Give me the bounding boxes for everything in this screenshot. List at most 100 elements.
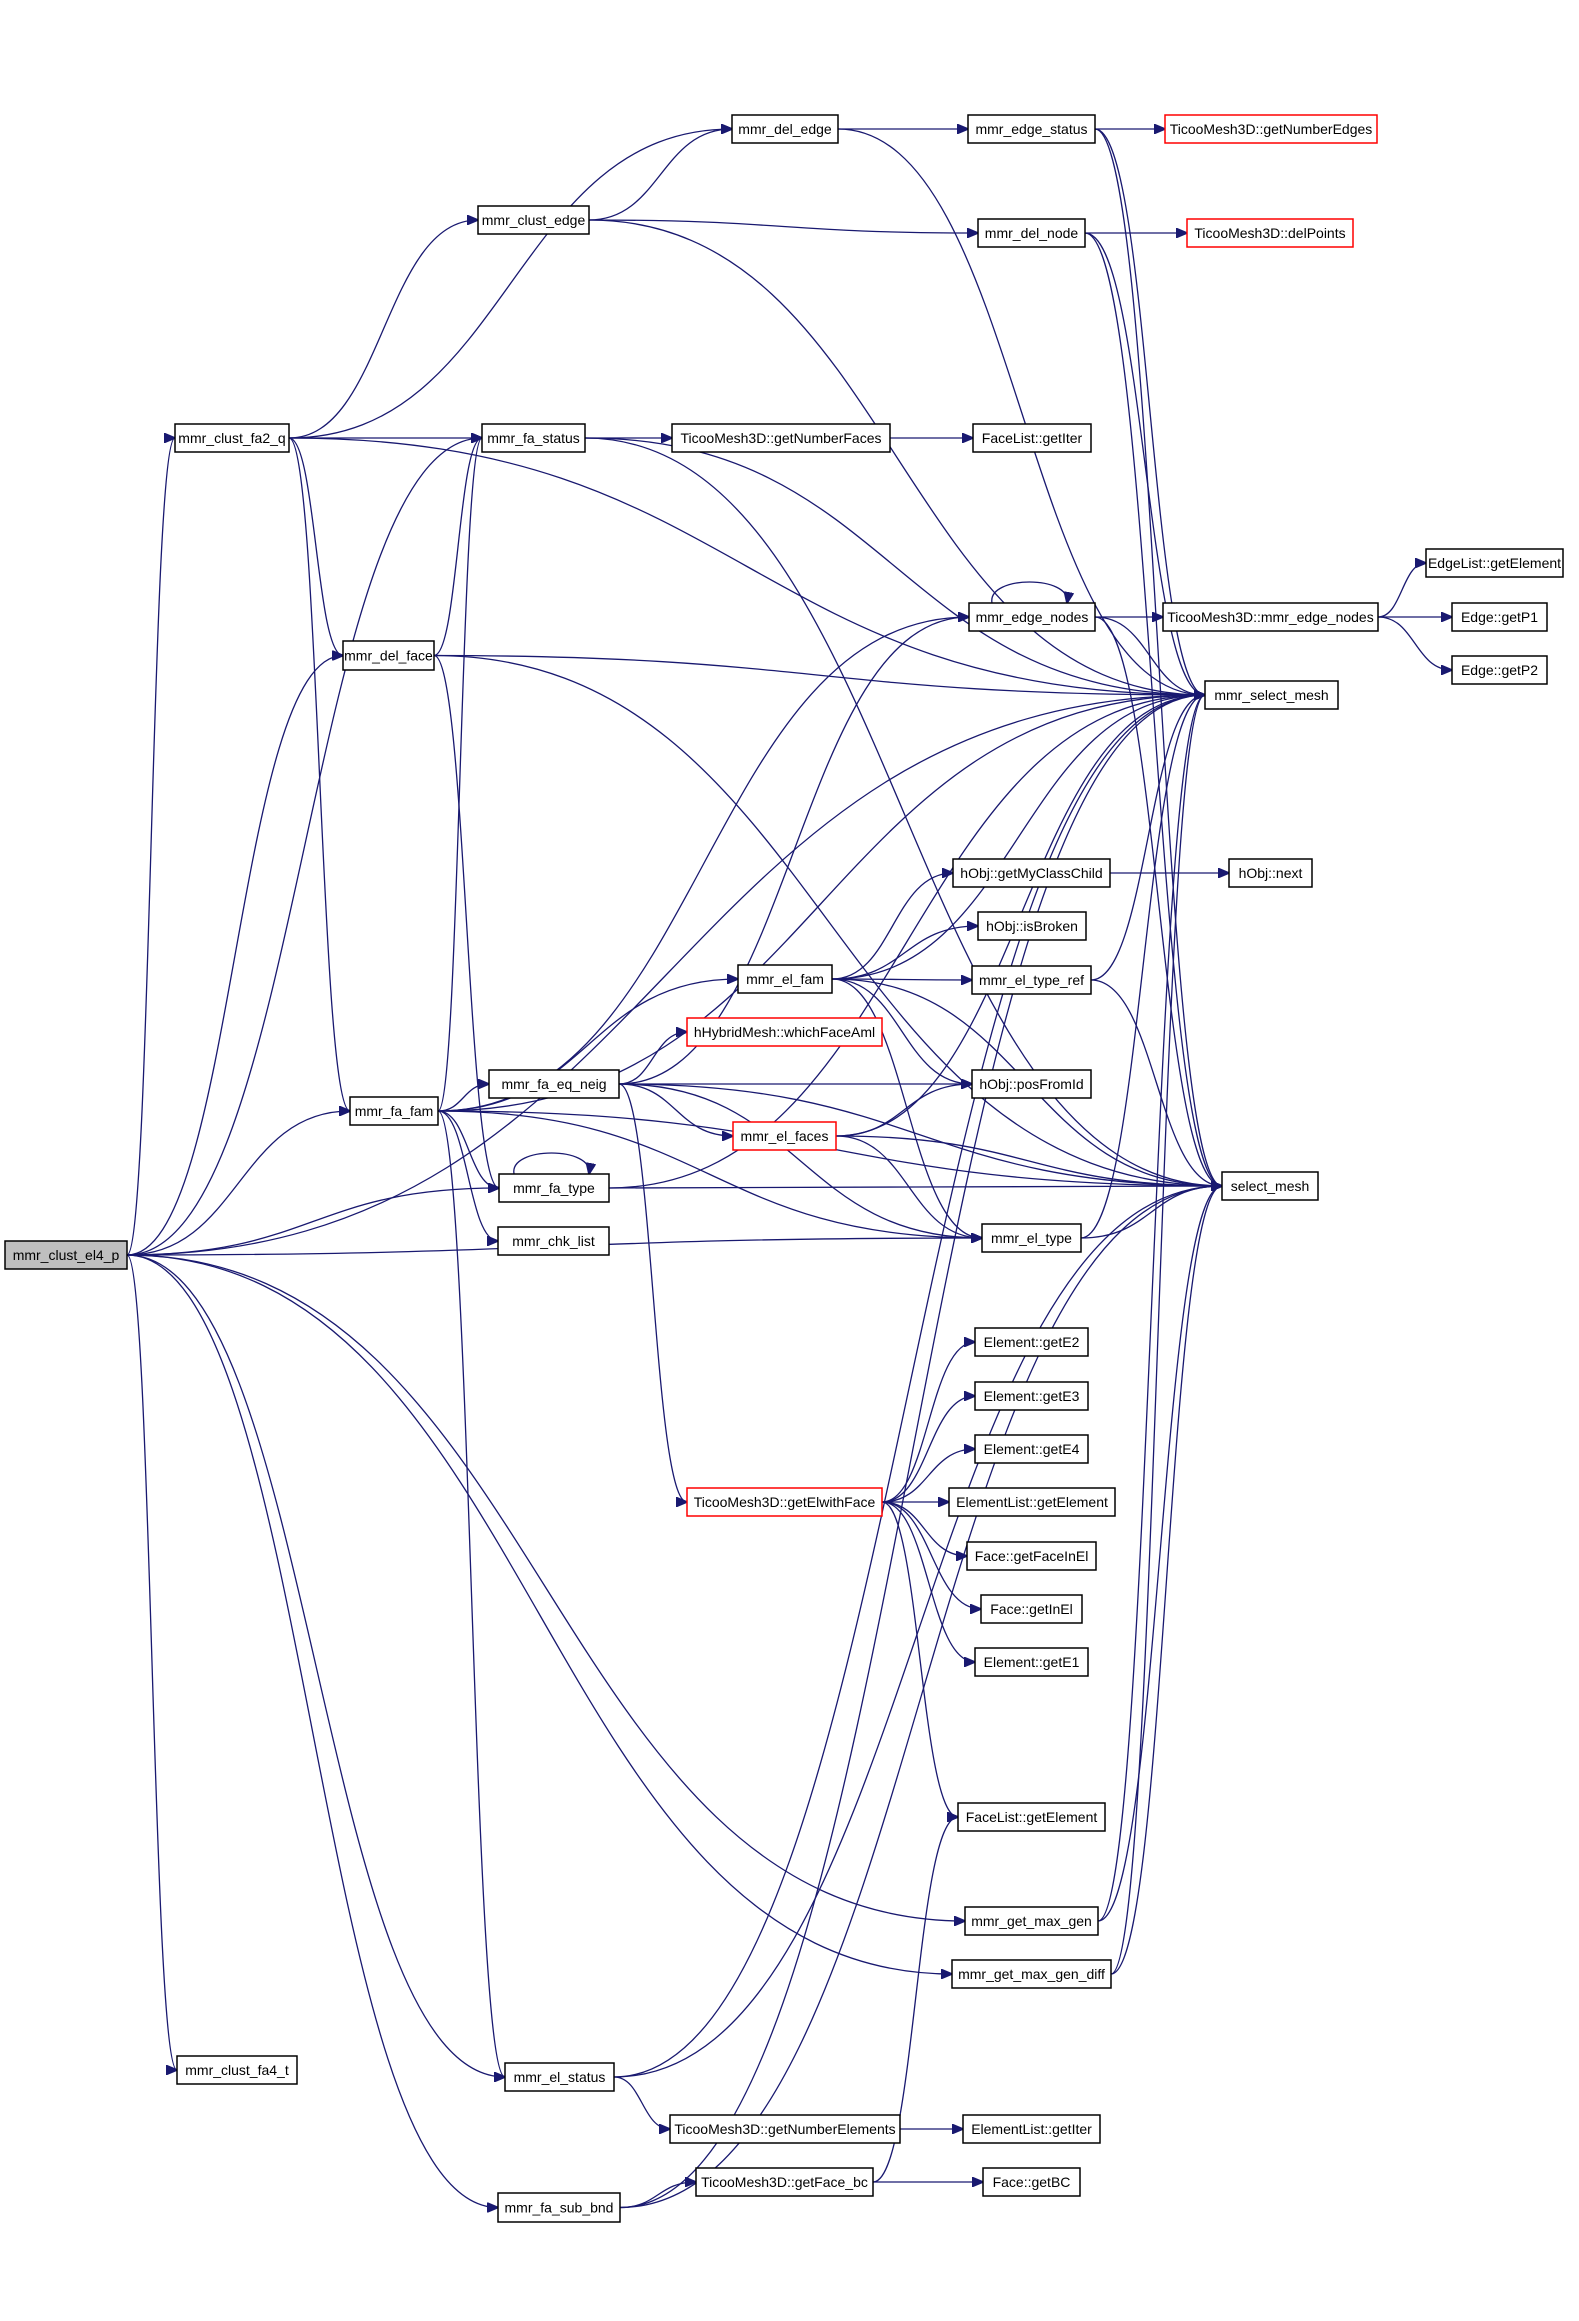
node-ticoo-mesh3d-get-number-faces[interactable]: TicooMesh3D::getNumberFaces: [671, 423, 891, 453]
node-box[interactable]: [968, 602, 1096, 632]
node-mmr-clust-fa2-q[interactable]: mmr_clust_fa2_q: [174, 423, 290, 453]
node-mmr-fa-eq-neig[interactable]: mmr_fa_eq_neig: [488, 1069, 620, 1099]
node-box[interactable]: [1186, 218, 1354, 248]
node-h-obj-is-broken[interactable]: hObj::isBroken: [977, 911, 1087, 941]
node-box[interactable]: [349, 1096, 439, 1126]
node-mmr-fa-sub-bnd[interactable]: mmr_fa_sub_bnd: [497, 2192, 621, 2223]
node-box[interactable]: [1204, 680, 1339, 710]
node-box[interactable]: [686, 1017, 883, 1047]
node-mmr-edge-nodes[interactable]: mmr_edge_nodes: [968, 602, 1096, 632]
node-box[interactable]: [1451, 602, 1548, 632]
node-face-get-bc[interactable]: Face::getBC: [982, 2167, 1081, 2197]
node-ticoo-mesh3d-get-face-bc[interactable]: TicooMesh3D::getFace_bc: [695, 2167, 874, 2197]
node-box[interactable]: [974, 1434, 1089, 1464]
node-box[interactable]: [1221, 1171, 1319, 1201]
node-box[interactable]: [974, 1647, 1089, 1677]
node-box[interactable]: [176, 2055, 298, 2085]
node-ticoo-mesh3d-get-elwith-face[interactable]: TicooMesh3D::getElwithFace: [686, 1487, 883, 1517]
node-box[interactable]: [957, 1802, 1106, 1832]
node-face-get-face-in-el[interactable]: Face::getFaceInEl: [966, 1541, 1097, 1571]
node-box[interactable]: [342, 640, 435, 671]
node-box[interactable]: [1451, 655, 1548, 685]
node-box[interactable]: [488, 1069, 620, 1099]
node-box[interactable]: [497, 2192, 621, 2223]
node-box[interactable]: [174, 423, 290, 453]
node-box[interactable]: [974, 1327, 1089, 1357]
node-box[interactable]: [971, 1069, 1092, 1099]
node-box[interactable]: [671, 423, 891, 453]
node-box[interactable]: [977, 218, 1086, 248]
node-box[interactable]: [669, 2114, 901, 2144]
node-box[interactable]: [952, 858, 1111, 888]
node-box[interactable]: [1162, 602, 1379, 632]
node-face-list-get-iter[interactable]: FaceList::getIter: [972, 423, 1092, 453]
node-box[interactable]: [497, 1226, 610, 1256]
node-box[interactable]: [981, 1223, 1082, 1253]
node-edge-get-p2[interactable]: Edge::getP2: [1451, 655, 1548, 685]
node-select-mesh[interactable]: select_mesh: [1221, 1171, 1319, 1201]
node-mmr-el-faces[interactable]: mmr_el_faces: [732, 1121, 837, 1151]
node-mmr-fa-fam[interactable]: mmr_fa_fam: [349, 1096, 439, 1126]
node-box[interactable]: [1228, 858, 1313, 888]
node-h-obj-next[interactable]: hObj::next: [1228, 858, 1313, 888]
node-box[interactable]: [498, 1173, 610, 1203]
node-box[interactable]: [980, 1594, 1083, 1624]
node-element-list-get-element[interactable]: ElementList::getElement: [948, 1487, 1116, 1517]
node-box[interactable]: [737, 964, 833, 994]
node-box[interactable]: [966, 1541, 1097, 1571]
node-mmr-fa-type[interactable]: mmr_fa_type: [498, 1173, 610, 1203]
node-mmr-del-node[interactable]: mmr_del_node: [977, 218, 1086, 248]
node-box[interactable]: [731, 114, 839, 144]
node-mmr-chk-list[interactable]: mmr_chk_list: [497, 1226, 610, 1256]
node-mmr-el-status[interactable]: mmr_el_status: [504, 2062, 615, 2092]
node-mmr-edge-status[interactable]: mmr_edge_status: [967, 114, 1096, 144]
node-edge-list-get-element[interactable]: EdgeList::getElement: [1425, 548, 1564, 578]
node-mmr-del-face[interactable]: mmr_del_face: [342, 640, 435, 671]
node-box[interactable]: [982, 2167, 1081, 2197]
node-box[interactable]: [972, 423, 1092, 453]
node-box[interactable]: [967, 114, 1096, 144]
node-mmr-get-max-gen-diff[interactable]: mmr_get_max_gen_diff: [951, 1959, 1112, 1989]
node-mmr-el-type[interactable]: mmr_el_type: [981, 1223, 1082, 1253]
node-box[interactable]: [977, 911, 1087, 941]
node-face-list-get-element[interactable]: FaceList::getElement: [957, 1802, 1106, 1832]
node-box[interactable]: [951, 1959, 1112, 1989]
node-h-hybrid-mesh-which-face-aml[interactable]: hHybridMesh::whichFaceAml: [686, 1017, 883, 1047]
node-box[interactable]: [4, 1240, 128, 1270]
node-mmr-el-fam[interactable]: mmr_el_fam: [737, 964, 833, 994]
node-box[interactable]: [1164, 114, 1378, 144]
node-mmr-el-type-ref[interactable]: mmr_el_type_ref: [971, 965, 1092, 995]
node-mmr-clust-el4-p[interactable]: mmr_clust_el4_p: [4, 1240, 128, 1270]
node-mmr-fa-status[interactable]: mmr_fa_status: [481, 423, 586, 453]
node-element-list-get-iter[interactable]: ElementList::getIter: [962, 2114, 1101, 2144]
node-element-get-e3[interactable]: Element::getE3: [974, 1381, 1089, 1411]
node-box[interactable]: [971, 965, 1092, 995]
node-ticoo-mesh3d-del-points[interactable]: TicooMesh3D::delPoints: [1186, 218, 1354, 248]
node-box[interactable]: [1425, 548, 1564, 578]
node-ticoo-mesh3d-mmr-edge-nodes[interactable]: TicooMesh3D::mmr_edge_nodes: [1162, 602, 1379, 632]
node-box[interactable]: [962, 2114, 1101, 2144]
node-mmr-select-mesh[interactable]: mmr_select_mesh: [1204, 680, 1339, 710]
node-mmr-clust-edge[interactable]: mmr_clust_edge: [477, 205, 590, 235]
node-ticoo-mesh3d-get-number-edges[interactable]: TicooMesh3D::getNumberEdges: [1164, 114, 1378, 144]
node-h-obj-pos-from-id[interactable]: hObj::posFromId: [971, 1069, 1092, 1099]
node-mmr-clust-fa4-t[interactable]: mmr_clust_fa4_t: [176, 2055, 298, 2085]
node-ticoo-mesh3d-get-number-elements[interactable]: TicooMesh3D::getNumberElements: [669, 2114, 901, 2144]
node-box[interactable]: [686, 1487, 883, 1517]
node-box[interactable]: [695, 2167, 874, 2197]
node-box[interactable]: [481, 423, 586, 453]
node-box[interactable]: [964, 1906, 1099, 1936]
node-box[interactable]: [974, 1381, 1089, 1411]
node-mmr-get-max-gen[interactable]: mmr_get_max_gen: [964, 1906, 1099, 1936]
node-face-get-in-el[interactable]: Face::getInEl: [980, 1594, 1083, 1624]
node-box[interactable]: [504, 2062, 615, 2092]
node-element-get-e1[interactable]: Element::getE1: [974, 1647, 1089, 1677]
node-box[interactable]: [477, 205, 590, 235]
node-h-obj-get-my-class-child[interactable]: hObj::getMyClassChild: [952, 858, 1111, 888]
node-mmr-del-edge[interactable]: mmr_del_edge: [731, 114, 839, 144]
node-box[interactable]: [732, 1121, 837, 1151]
node-edge-get-p1[interactable]: Edge::getP1: [1451, 602, 1548, 632]
node-box[interactable]: [948, 1487, 1116, 1517]
node-element-get-e2[interactable]: Element::getE2: [974, 1327, 1089, 1357]
node-element-get-e4[interactable]: Element::getE4: [974, 1434, 1089, 1464]
